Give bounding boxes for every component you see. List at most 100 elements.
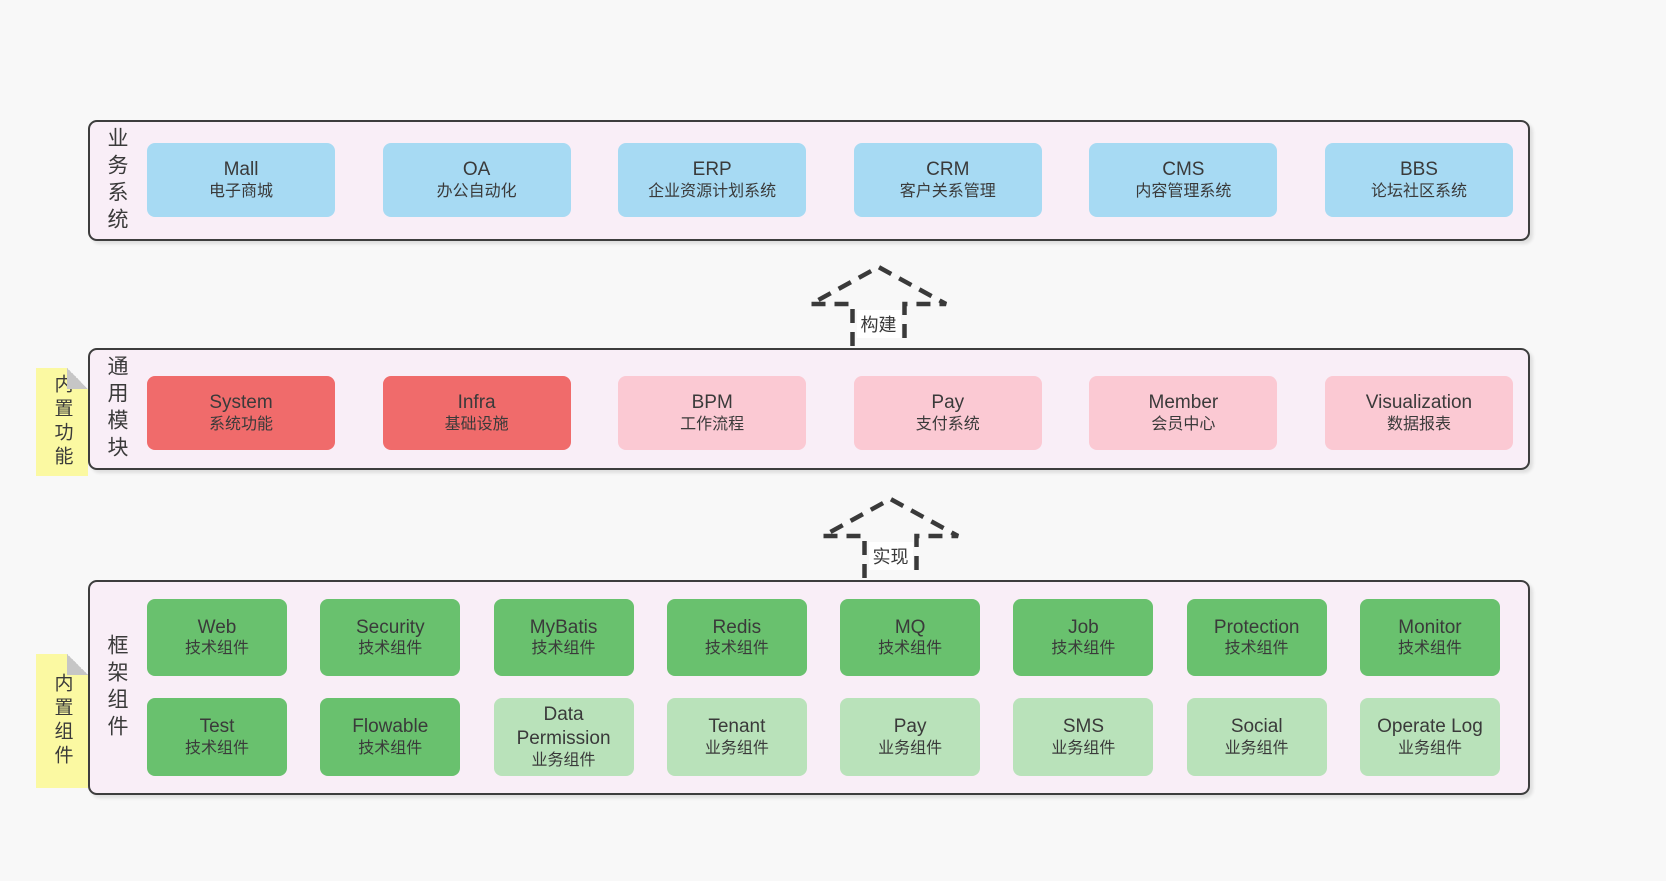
up-arrow-icon: [821, 496, 960, 578]
box-title: Data Permission: [516, 704, 611, 749]
box-title: Security: [355, 616, 425, 638]
box-title: Tenant: [708, 716, 766, 738]
box-title: SMS: [1062, 716, 1104, 738]
box-title: CMS: [1162, 159, 1205, 181]
box-monitor: Monitor 技术组件: [1359, 599, 1500, 676]
box-title: BBS: [1399, 159, 1438, 181]
box-subtitle: 企业资源计划系统: [648, 182, 777, 200]
box-title: MQ: [894, 616, 926, 638]
box-subtitle: 技术组件: [1051, 640, 1116, 658]
box-subtitle: 技术组件: [184, 739, 249, 757]
box-subtitle: 基础设施: [444, 415, 509, 433]
box-subtitle: 技术组件: [358, 739, 423, 757]
box-title: Pay: [893, 716, 927, 738]
box-subtitle: 内容管理系统: [1135, 182, 1232, 200]
box-title: Member: [1148, 392, 1219, 414]
sticky-note-built-in-functions: 内置功能: [36, 368, 88, 476]
box-subtitle: 技术组件: [704, 640, 769, 658]
box-subtitle: 技术组件: [1397, 640, 1462, 658]
box-subtitle: 数据报表: [1386, 415, 1451, 433]
box-title: BPM: [691, 392, 733, 414]
box-subtitle: 技术组件: [1224, 640, 1289, 658]
box-title: Visualization: [1365, 392, 1473, 414]
implement-arrow: 实现: [818, 494, 963, 578]
box-subtitle: 业务组件: [1397, 739, 1462, 757]
box-subtitle: 业务组件: [1051, 739, 1116, 757]
implement-arrow-label: 实现: [868, 542, 913, 570]
box-subtitle: 技术组件: [358, 640, 423, 658]
box-subtitle: 工作流程: [680, 415, 745, 433]
box-title: Pay: [931, 392, 965, 414]
box-subtitle: 系统功能: [208, 415, 273, 433]
build-arrow-label: 构建: [856, 310, 901, 338]
box-data-permission: Data Permission 业务组件: [493, 698, 634, 776]
box-title: Web: [197, 616, 237, 638]
layer-label-business-systems: 业务系统: [105, 126, 128, 235]
box-title: Social: [1230, 716, 1283, 738]
folded-corner-icon: [67, 654, 88, 675]
box-title: MyBatis: [529, 616, 598, 638]
box-title: Protection: [1213, 616, 1300, 638]
box-title: Infra: [457, 392, 496, 414]
box-mybatis: MyBatis 技术组件: [493, 599, 634, 676]
box-subtitle: 技术组件: [878, 640, 943, 658]
box-title: Redis: [712, 616, 762, 638]
box-subtitle: 业务组件: [704, 739, 769, 757]
box-mq: MQ 技术组件: [840, 599, 981, 676]
layer-label-common-modules: 通用模块: [105, 355, 128, 463]
build-arrow: 构建: [806, 262, 951, 346]
box-subtitle: 技术组件: [184, 640, 249, 658]
layer-label-framework-components: 框架组件: [105, 633, 128, 742]
box-subtitle: 技术组件: [531, 640, 596, 658]
box-job: Job 技术组件: [1013, 599, 1154, 676]
box-title: ERP: [692, 159, 732, 181]
box-subtitle: 业务组件: [1224, 739, 1289, 757]
box-title: Test: [199, 716, 235, 738]
box-title: Flowable: [352, 716, 429, 738]
box-subtitle: 业务组件: [878, 739, 943, 757]
box-title: System: [209, 392, 273, 414]
up-arrow-icon: [809, 264, 948, 346]
sticky-note-label: 内置功能: [51, 374, 73, 470]
box-subtitle: 支付系统: [915, 415, 980, 433]
box-web: Web 技术组件: [147, 599, 287, 676]
folded-corner-icon: [67, 368, 88, 389]
box-title: CRM: [926, 159, 970, 181]
box-subtitle: 电子商城: [208, 182, 273, 200]
sticky-note-label: 内置组件: [51, 673, 73, 769]
box-subtitle: 客户关系管理: [899, 182, 996, 200]
box-title: Mall: [223, 159, 259, 181]
sticky-note-built-in-components: 内置组件: [36, 654, 88, 788]
box-subtitle: 论坛社区系统: [1370, 182, 1467, 200]
box-title: Monitor: [1398, 616, 1462, 638]
box-subtitle: 会员中心: [1151, 415, 1216, 433]
box-subtitle: 业务组件: [531, 751, 596, 769]
box-subtitle: 办公自动化: [436, 182, 517, 200]
box-redis: Redis 技术组件: [666, 599, 807, 676]
box-security: Security 技术组件: [320, 599, 461, 676]
box-title: Job: [1068, 616, 1099, 638]
